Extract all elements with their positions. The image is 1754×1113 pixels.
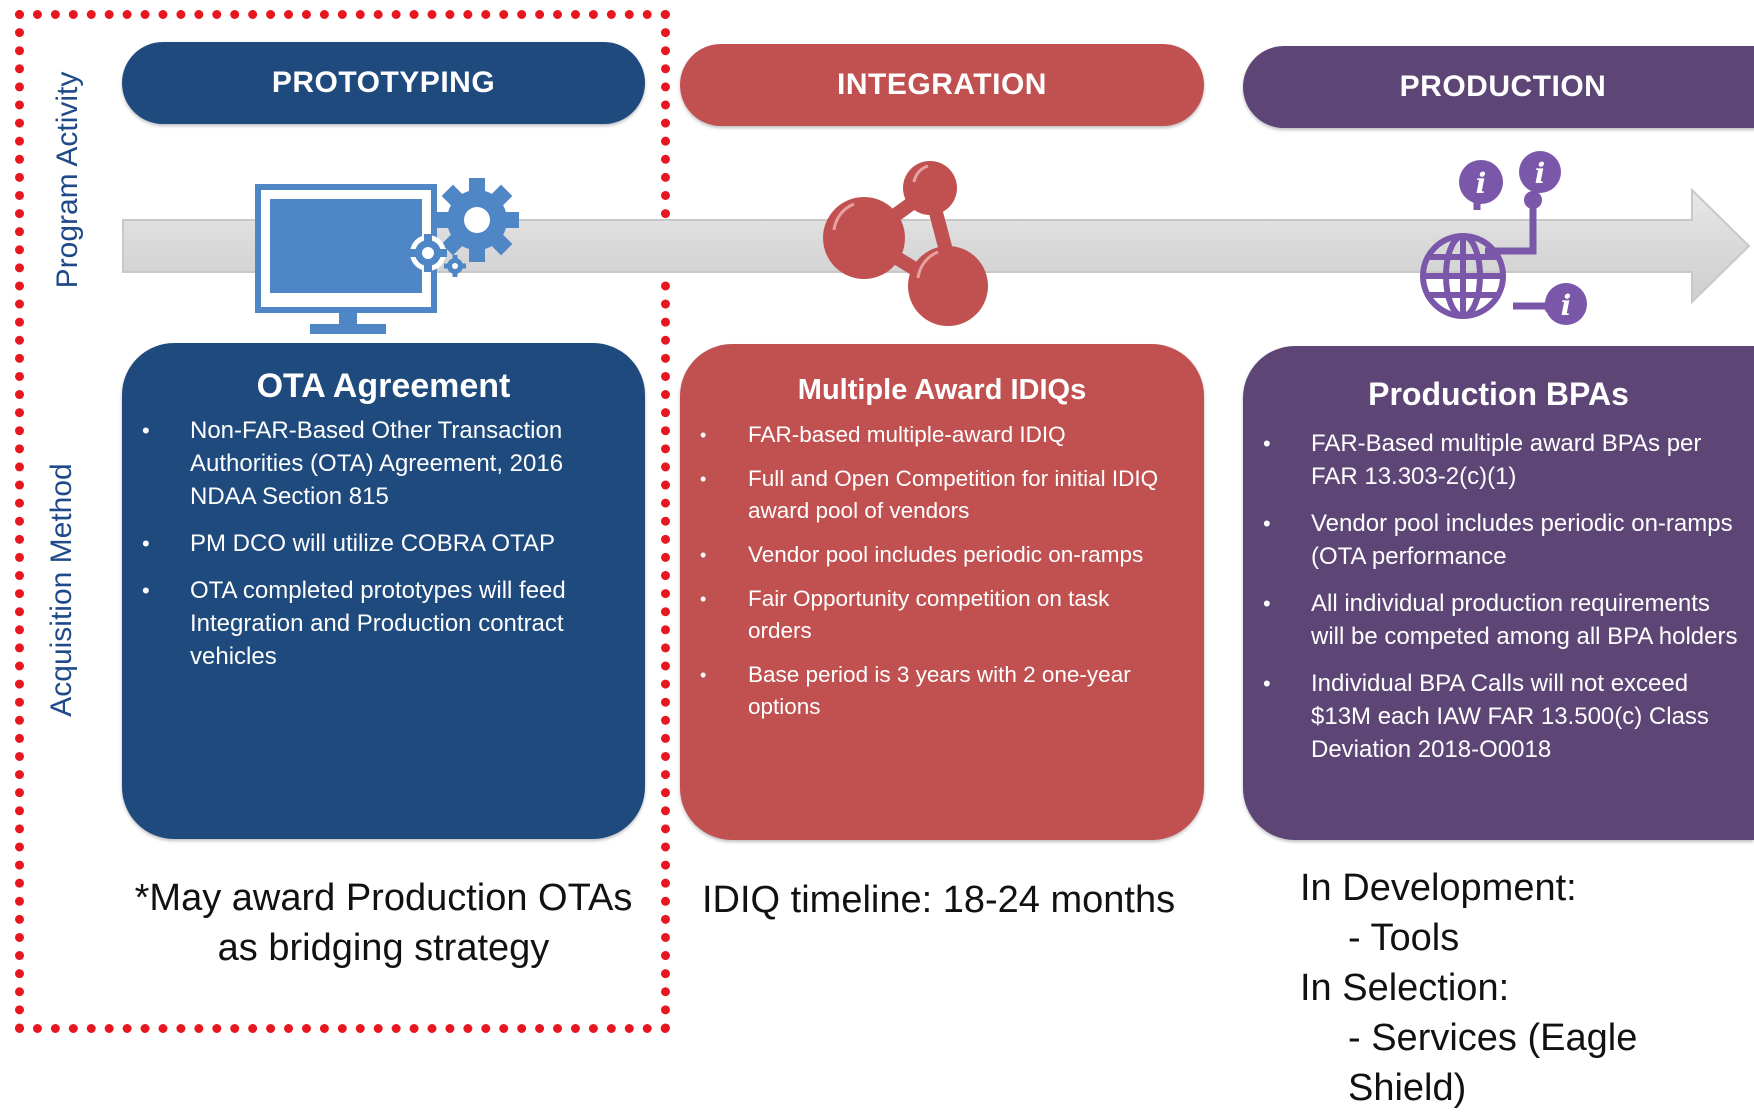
note-line: In Development:: [1300, 867, 1577, 909]
bullet-item: Non-FAR-Based Other Transaction Authorit…: [122, 414, 625, 513]
card-production-bpas: Production BPAs FAR-Based multiple award…: [1243, 346, 1754, 840]
bullet-item: Full and Open Competition for initial ID…: [680, 463, 1164, 527]
program-activity-label: Program Activity: [51, 71, 84, 289]
bullet-item: FAR-Based multiple award BPAs per FAR 13…: [1243, 427, 1746, 493]
phase-pill-integration: INTEGRATION: [680, 44, 1204, 126]
bullet-item: Base period is 3 years with 2 one-year o…: [680, 659, 1164, 723]
bullet-item: OTA completed prototypes will feed Integ…: [122, 574, 625, 673]
card-ota-agreement: OTA Agreement Non-FAR-Based Other Transa…: [122, 343, 645, 839]
prototyping-note: *May award Production OTAs as bridging s…: [122, 873, 645, 973]
phase-pill-prototyping: PROTOTYPING: [122, 42, 645, 124]
card-title: Production BPAs: [1368, 376, 1629, 412]
globe-info-network-icon: i i i: [1420, 151, 1587, 325]
share-network-icon: [823, 161, 988, 326]
phase-label: PRODUCTION: [1399, 70, 1607, 103]
card-multiple-award-idiqs: Multiple Award IDIQs FAR-based multiple-…: [680, 344, 1204, 840]
svg-text:i: i: [1535, 157, 1546, 190]
note-line: In Selection:: [1300, 967, 1510, 1009]
bullet-item: Fair Opportunity competition on task ord…: [680, 583, 1164, 647]
prototyping-highlight-frame: [15, 10, 670, 1033]
note-line: *May award Production OTAs: [134, 877, 633, 919]
bullet-item: All individual production requirements w…: [1243, 587, 1746, 653]
acquisition-method-label: Acquisition Method: [45, 463, 78, 717]
bullet-item: PM DCO will utilize COBRA OTAP: [122, 527, 625, 560]
bullet-item: Vendor pool includes periodic on-ramps: [680, 539, 1164, 571]
card-title: OTA Agreement: [256, 367, 511, 405]
bullet-item: FAR-based multiple-award IDIQ: [680, 419, 1164, 451]
production-note: In Development: - Tools In Selection: - …: [1300, 863, 1754, 1113]
note-line: as bridging strategy: [217, 927, 550, 969]
svg-text:i: i: [1561, 289, 1572, 322]
bullet-list: FAR-based multiple-award IDIQ Full and O…: [680, 419, 1204, 723]
bullet-list: FAR-Based multiple award BPAs per FAR 13…: [1243, 427, 1754, 766]
phase-pill-production: PRODUCTION: [1243, 46, 1754, 128]
computer-gears-icon: [255, 178, 519, 334]
bullet-item: Vendor pool includes periodic on-ramps (…: [1243, 507, 1746, 573]
svg-text:i: i: [1476, 167, 1487, 200]
phase-label: PROTOTYPING: [271, 66, 496, 99]
card-title: Multiple Award IDIQs: [797, 374, 1087, 406]
bullet-list: Non-FAR-Based Other Transaction Authorit…: [122, 414, 645, 673]
note-line: - Tools: [1348, 917, 1460, 959]
integration-note: IDIQ timeline: 18-24 months: [702, 879, 1176, 921]
phase-label: INTEGRATION: [837, 68, 1047, 101]
bullet-item: Individual BPA Calls will not exceed $13…: [1243, 667, 1746, 766]
note-line: - Services (Eagle Shield): [1348, 1017, 1638, 1109]
